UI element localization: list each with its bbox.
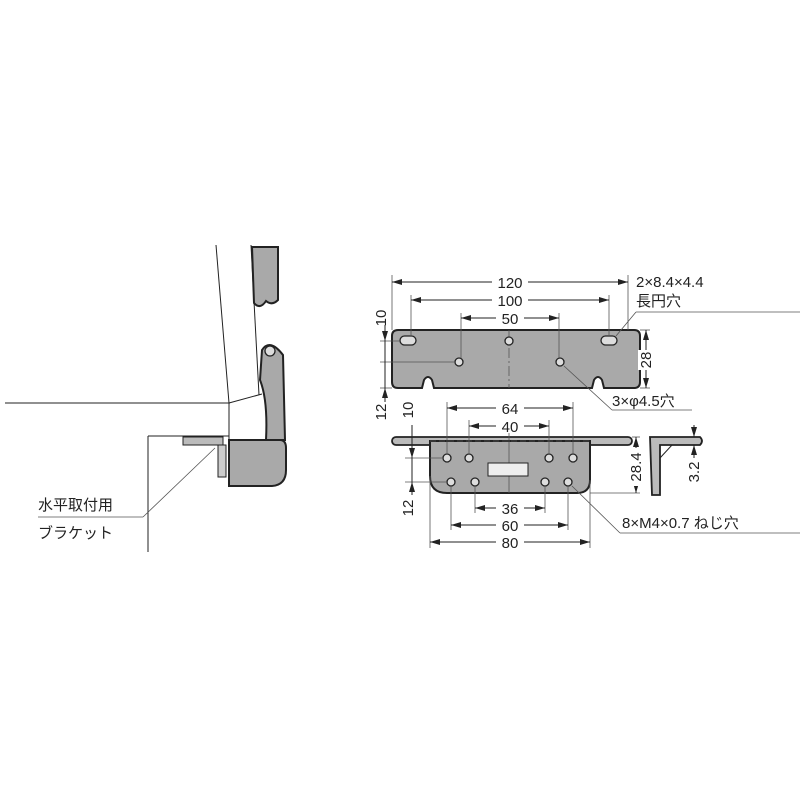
dim-12-top: 12 bbox=[373, 404, 390, 421]
top-bracket-view: 120 100 50 28 10 12 2×8.4×4.4 長円穴 3×φ4.5… bbox=[373, 272, 800, 420]
dim-10-bottom: 10 bbox=[400, 402, 417, 419]
thread-hole bbox=[464, 453, 474, 463]
thread-hole bbox=[446, 477, 456, 487]
mount-hole bbox=[555, 357, 565, 367]
side-view-installation: 水平取付用 ブラケット bbox=[5, 244, 287, 552]
callout-leader bbox=[142, 447, 216, 518]
door-edge-left bbox=[215, 244, 230, 404]
dim-40: 40 bbox=[502, 419, 519, 436]
dim-10-top: 10 bbox=[373, 310, 390, 327]
slot-hole-right bbox=[600, 335, 618, 346]
dim-50: 50 bbox=[502, 311, 519, 328]
thread-hole bbox=[540, 477, 550, 487]
brand-label-plate bbox=[487, 462, 529, 477]
bottom-bracket-view: 64 40 36 60 80 28.4 3.2 10 12 8×M4×0.7 ね… bbox=[391, 399, 800, 552]
slot-callout-line1: 2×8.4×4.4 bbox=[636, 274, 704, 291]
dim-12-bottom: 12 bbox=[400, 500, 417, 517]
dim-3-2: 3.2 bbox=[686, 462, 703, 483]
mount-hole bbox=[504, 336, 514, 346]
bracket-side-profile bbox=[649, 436, 703, 496]
horizontal-bracket bbox=[182, 436, 224, 446]
thread-hole bbox=[470, 477, 480, 487]
hinge-box bbox=[228, 439, 287, 487]
hole-callout: 3×φ4.5穴 bbox=[612, 393, 675, 410]
dim-100: 100 bbox=[497, 293, 522, 310]
thread-hole bbox=[568, 453, 578, 463]
thread-hole bbox=[563, 477, 573, 487]
thread-hole bbox=[544, 453, 554, 463]
dim-28-4: 28.4 bbox=[628, 452, 645, 481]
dim-36: 36 bbox=[502, 501, 519, 518]
dim-64: 64 bbox=[502, 401, 519, 418]
thread-hole bbox=[442, 453, 452, 463]
slot-hole-left bbox=[399, 335, 417, 346]
dim-60: 60 bbox=[502, 518, 519, 535]
hinge-arm bbox=[258, 344, 287, 441]
dim-28: 28 bbox=[638, 352, 655, 369]
callout-label-line2: ブラケット bbox=[38, 524, 113, 542]
slot-callout-line2: 長円穴 bbox=[636, 293, 681, 310]
mount-hole bbox=[454, 357, 464, 367]
dim-120: 120 bbox=[497, 275, 522, 292]
thread-callout: 8×M4×0.7 ねじ穴 bbox=[622, 515, 739, 532]
dim-80: 80 bbox=[502, 535, 519, 552]
hinge-pivot bbox=[264, 345, 276, 357]
door-strip bbox=[250, 246, 279, 307]
callout-label-line1: 水平取付用 bbox=[38, 497, 113, 514]
